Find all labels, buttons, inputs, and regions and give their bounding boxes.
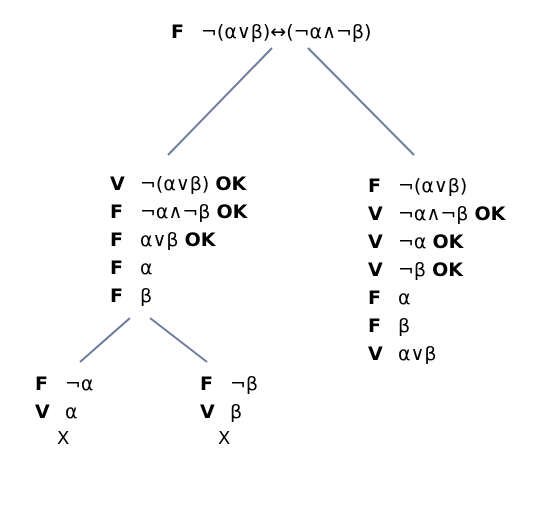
edge-left-leafright xyxy=(149,317,208,363)
closed-mark-left: X xyxy=(57,428,70,449)
root-node: F ¬(α∨β)↔(¬α∧¬β) xyxy=(171,18,371,46)
root-formula: ¬(α∨β)↔(¬α∧¬β) xyxy=(201,21,372,43)
leaf-left-line: F¬α xyxy=(35,373,94,395)
left-line: V¬(α∨β) OK xyxy=(110,173,247,195)
leaf-right-line: F¬β xyxy=(200,373,259,395)
closed-mark-right: X xyxy=(218,428,231,449)
edge-root-right xyxy=(307,47,415,156)
edge-left-leafleft xyxy=(79,317,131,363)
right-line: V¬β OK xyxy=(368,259,463,281)
edge-root-left xyxy=(167,47,273,156)
root-sign: F xyxy=(171,21,184,43)
right-line: V¬α∧¬β OK xyxy=(368,203,506,225)
right-line: F¬(α∨β) xyxy=(368,175,468,197)
right-line: V¬α OK xyxy=(368,231,464,253)
left-line: F¬α∧¬β OK xyxy=(110,201,248,223)
